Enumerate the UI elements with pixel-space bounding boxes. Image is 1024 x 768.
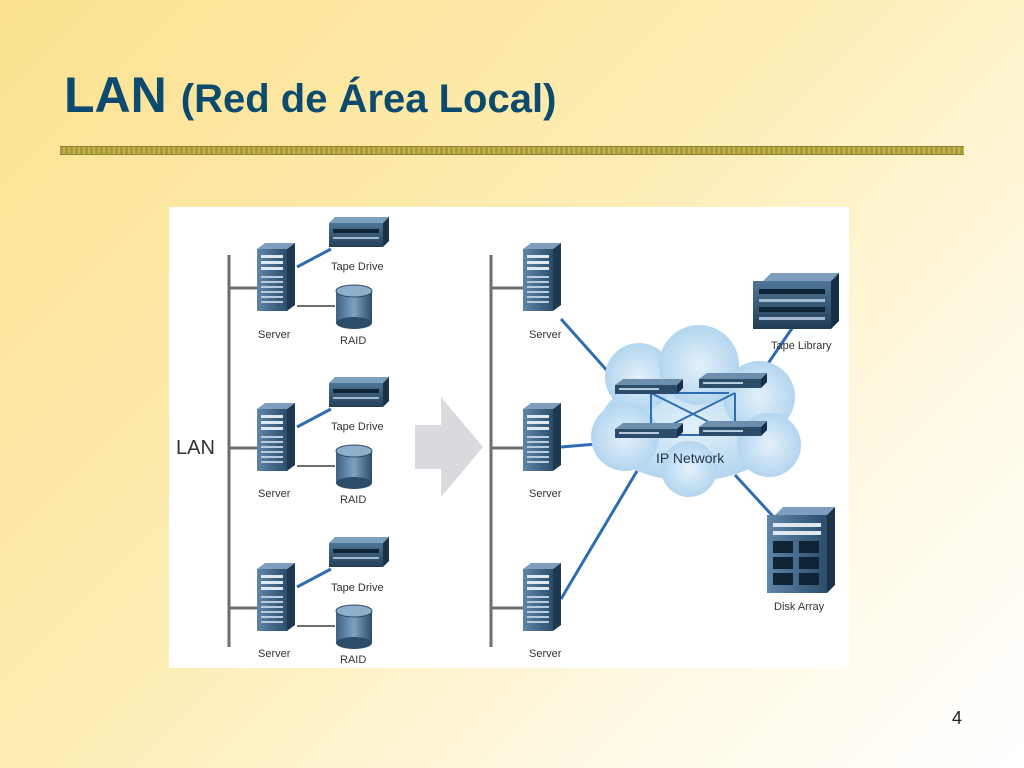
raid-icon [335,284,373,330]
tape-drive-label: Tape Drive [331,582,384,594]
server-label: Server [258,488,291,500]
raid-icon [335,444,373,490]
tape-library-label: Tape Library [771,340,832,352]
server-icon [257,403,295,471]
ip-network-cloud [591,325,801,497]
network-switch-icon [615,379,683,394]
tape-drive-label: Tape Drive [331,261,384,273]
server-network-link [559,318,613,376]
server-network-link [559,470,639,600]
lan-bus-label: LAN [176,437,215,459]
server-tape-link [296,247,332,269]
tape-drive-icon [329,377,389,407]
network-switch-icon [699,421,767,436]
tape-drive-icon [329,537,389,567]
tape-drive-label: Tape Drive [331,421,384,433]
server-icon [523,403,561,471]
server-tape-link [296,407,332,429]
slide-title: LAN (Red de Área Local) [64,70,556,120]
server-label: Server [529,329,562,341]
network-diagram: LAN Server Tape Drive RAID Server Tape D… [169,207,849,668]
raid-label: RAID [340,335,366,347]
tape-library-icon [753,273,839,329]
server-label: Server [529,648,562,660]
server-tape-link [296,567,332,589]
raid-icon [335,604,373,650]
title-subtitle: (Red de Área Local) [180,77,557,121]
server-label: Server [258,648,291,660]
server-icon [257,243,295,311]
ip-network-label: IP Network [656,450,725,466]
server-icon [523,243,561,311]
title-main: LAN [64,67,167,123]
tape-drive-icon [329,217,389,247]
disk-array-label: Disk Array [774,601,825,613]
server-label: Server [529,488,562,500]
title-underline [60,146,964,155]
page-number: 4 [952,708,963,728]
network-switch-icon [615,423,683,438]
disk-array-icon [767,507,835,593]
raid-label: RAID [340,654,366,666]
raid-label: RAID [340,494,366,506]
server-icon [257,563,295,631]
server-label: Server [258,329,291,341]
transition-arrow [415,397,483,497]
network-switch-icon [699,373,767,388]
server-icon [523,563,561,631]
